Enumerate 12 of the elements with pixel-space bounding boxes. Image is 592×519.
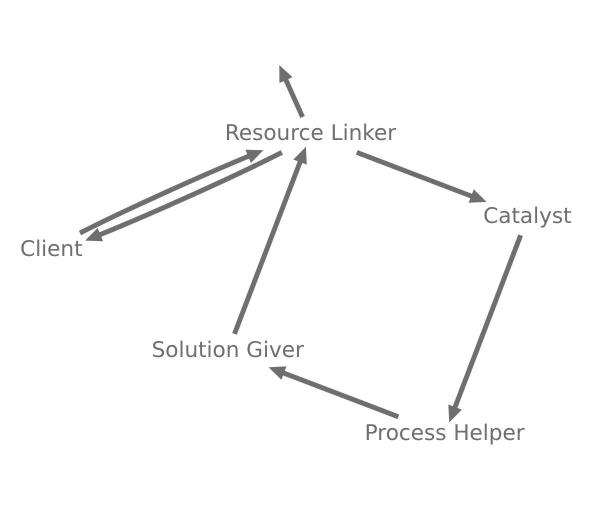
arrow — [279, 65, 305, 118]
arrow — [448, 234, 523, 422]
node-text: Resource Linker — [224, 121, 396, 146]
node-text: Catalyst — [483, 204, 572, 229]
arrow — [232, 146, 307, 335]
arrow — [85, 150, 283, 242]
arrow — [268, 366, 400, 420]
arrow — [356, 150, 487, 203]
node-text: Solution Giver — [152, 338, 304, 364]
node-text: Process Helper — [364, 420, 525, 446]
arrow — [78, 150, 264, 236]
node-text: Client — [20, 237, 83, 262]
